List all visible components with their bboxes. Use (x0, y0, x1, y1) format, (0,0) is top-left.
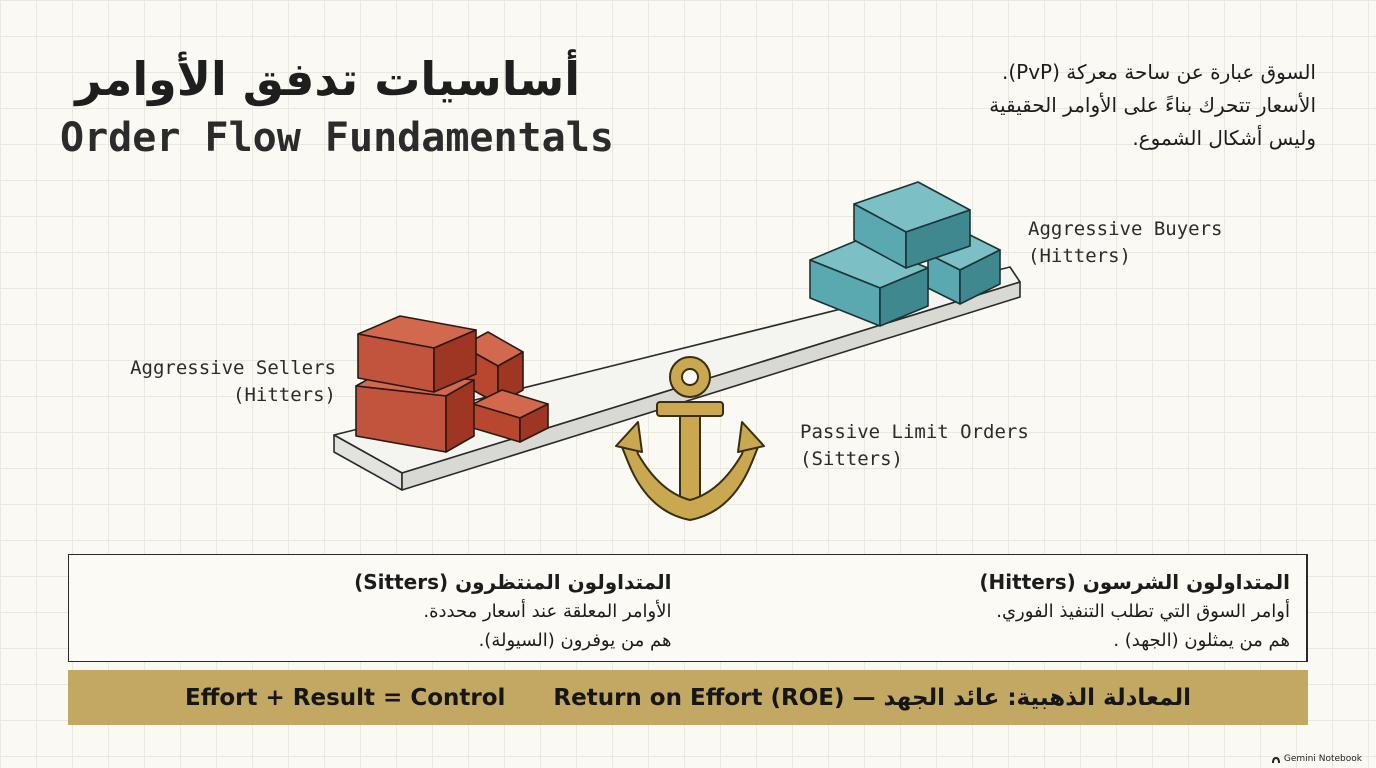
passive-label-line-1: Passive Limit Orders (800, 421, 1029, 443)
branding: Gemini Notebook (1271, 753, 1362, 766)
intro-line-3: وليس أشكال الشموع. (1132, 126, 1316, 150)
buyer-crates (809, 181, 1001, 327)
hitters-line-2: هم من يمثلون (الجهد) . (1113, 630, 1290, 651)
sitters-line-1: الأوامر المعلقة عند أسعار محددة. (423, 601, 672, 622)
sitters-definition: المتداولون المنتظرون (Sitters) الأوامر ا… (69, 555, 688, 661)
definitions-table: المتداولون المنتظرون (Sitters) الأوامر ا… (68, 554, 1308, 662)
aggressive-buyers-label: Aggressive Buyers (Hitters) (1028, 216, 1222, 270)
page-title-english: Order Flow Fundamentals (60, 115, 614, 161)
page-title-arabic: أساسيات تدفق الأوامر (75, 52, 580, 106)
buyers-label-line-1: Aggressive Buyers (1028, 218, 1223, 240)
seesaw-diagram (333, 181, 1021, 521)
sellers-label-line-1: Aggressive Sellers (130, 357, 336, 379)
sitters-line-2: هم من يوفرون (السيولة). (478, 630, 672, 651)
hitters-title: المتداولون الشرسون (Hitters) (979, 570, 1290, 594)
hitters-definition: المتداولون الشرسون (Hitters) أوامر السوق… (688, 555, 1307, 661)
intro-text: السوق عبارة عن ساحة معركة (PvP). الأسعار… (870, 56, 1316, 155)
equation-formula: Effort + Result = Control (185, 684, 506, 711)
anchor-icon (615, 356, 765, 521)
passive-label-line-2: (Sitters) (800, 448, 903, 470)
buyers-label-line-2: (Hitters) (1028, 245, 1131, 267)
aggressive-sellers-label: Aggressive Sellers (Hitters) (60, 355, 336, 409)
intro-line-2: الأسعار تتحرك بناءً على الأوامر الحقيقية (989, 93, 1316, 117)
equation-title: المعادلة الذهبية: عائد الجهد — Return on… (553, 684, 1191, 711)
passive-limit-orders-label: Passive Limit Orders (Sitters) (800, 419, 1029, 473)
golden-equation-bar: Effort + Result = Control المعادلة الذهب… (68, 670, 1308, 725)
hitters-line-1: أوامر السوق التي تطلب التنفيذ الفوري. (996, 601, 1290, 622)
sitters-title: المتداولون المنتظرون (Sitters) (354, 570, 672, 594)
gemini-notebook-icon (1271, 756, 1280, 763)
intro-line-1: السوق عبارة عن ساحة معركة (PvP). (1001, 60, 1316, 84)
sellers-label-line-2: (Hitters) (233, 384, 336, 406)
seller-crates (355, 315, 549, 453)
branding-text: Gemini Notebook (1283, 754, 1362, 764)
